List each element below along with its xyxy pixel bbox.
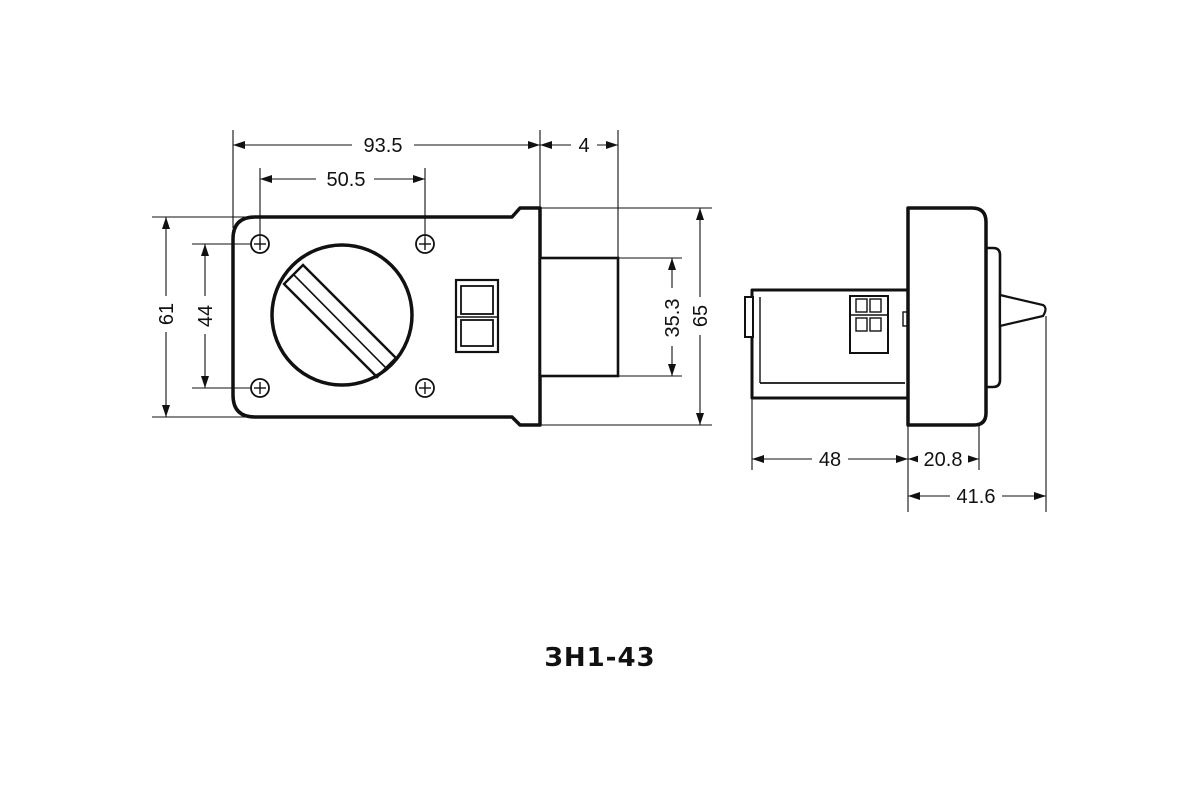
dim-cylinder-length-label: 48	[819, 449, 841, 471]
dim-body-height-label: 61	[156, 303, 178, 325]
face-cap	[906, 206, 988, 427]
mounting-hole-bottom-left	[250, 378, 270, 398]
mounting-hole-bottom-right	[415, 378, 435, 398]
dim-total-depth-label: 41.6	[957, 486, 996, 508]
dim-hole-spacing-h-label: 50.5	[327, 169, 366, 191]
dim-cylinder-length: 48	[752, 444, 908, 472]
knob-lever	[998, 293, 1047, 328]
turn-knob	[270, 243, 414, 387]
dim-plate-offset: 4	[540, 130, 618, 158]
connector-detail	[849, 295, 910, 354]
model-label: ЗН1-43	[544, 643, 656, 673]
extension-lines	[152, 130, 1047, 512]
dim-block-height-label: 35.3	[662, 299, 684, 338]
cap-back	[983, 246, 1002, 389]
dim-front-width-label: 93.5	[364, 135, 403, 157]
dim-block-height: 35.3	[658, 258, 686, 376]
side-view	[744, 206, 1047, 427]
dim-total-depth: 41.6	[908, 481, 1046, 509]
dim-body-height: 61	[152, 217, 180, 417]
dim-total-height: 65	[686, 208, 714, 425]
dim-cap-depth: 20.8	[908, 444, 979, 472]
dim-hole-spacing-v-label: 44	[195, 305, 217, 327]
dim-total-height-label: 65	[690, 305, 712, 327]
latch-indicator	[454, 278, 500, 354]
front-view	[231, 206, 620, 427]
dim-plate-offset-label: 4	[578, 135, 589, 157]
dim-cap-depth-label: 20.8	[924, 449, 963, 471]
dim-front-width: 93.5	[233, 130, 540, 158]
dim-hole-spacing-v: 44	[191, 244, 219, 388]
cylinder-block	[538, 256, 620, 378]
dim-hole-spacing-h: 50.5	[260, 164, 425, 192]
